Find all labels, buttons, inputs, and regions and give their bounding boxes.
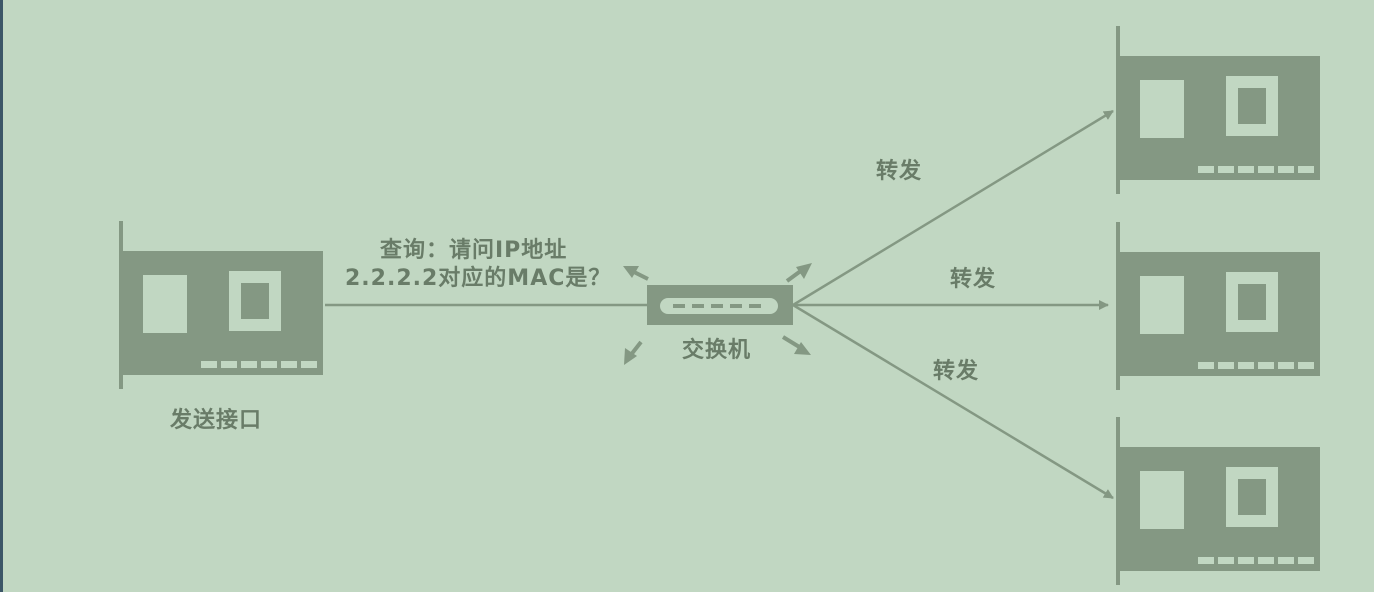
forward-label-top: 转发 — [876, 159, 923, 184]
query-line-1: 查询：请问IP地址 — [380, 238, 568, 263]
forward-line-bottom — [792, 303, 1114, 500]
sender-network-card-icon — [119, 221, 323, 389]
receiver-network-card-icon-2 — [1116, 222, 1320, 390]
forward-label-bottom: 转发 — [933, 359, 980, 384]
left-edge-bar — [0, 0, 3, 592]
receiver-network-card-icon-1 — [1116, 26, 1320, 194]
broadcast-arrows-icon — [623, 263, 812, 365]
sender-label: 发送接口 — [170, 408, 263, 433]
receiver-network-card-icon-3 — [1116, 417, 1320, 585]
query-line-2: 2.2.2.2对应的MAC是？ — [345, 266, 612, 291]
forward-line-top — [792, 109, 1114, 307]
switch-label: 交换机 — [682, 338, 752, 363]
switch-icon — [647, 285, 793, 325]
forward-label-middle: 转发 — [950, 267, 997, 292]
